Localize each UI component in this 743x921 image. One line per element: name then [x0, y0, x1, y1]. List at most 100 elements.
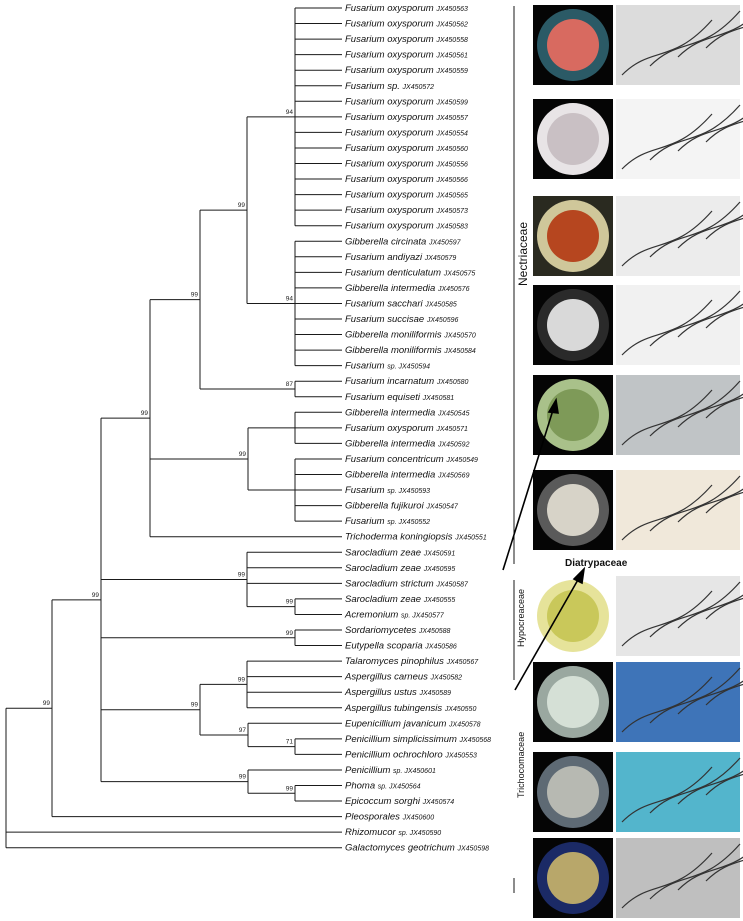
accession-number: JX450557 [435, 115, 469, 122]
micrograph-photo [616, 662, 740, 742]
taxon-label: Acremonium sp. JX450577 [344, 609, 445, 620]
hypha-strand [705, 491, 743, 514]
taxon-label: Eupenicillium javanicum JX450578 [345, 718, 481, 729]
micrograph-photo [616, 752, 740, 832]
taxon-label: Aspergillus carneus JX450582 [344, 672, 462, 683]
taxon-name: Penicillium [345, 765, 393, 776]
taxon-name: Fusarium equiseti [345, 392, 423, 403]
taxon-name: Fusarium sp. [345, 81, 403, 92]
culture-photo-pair [533, 470, 743, 550]
taxon-label: Fusarium oxysporum JX450562 [345, 19, 468, 30]
bootstrap-value: 99 [238, 202, 246, 209]
bootstrap-value: 99 [286, 630, 294, 637]
taxon-label: Fusarium sacchari JX450585 [345, 298, 457, 309]
accession-number: JX450599 [435, 99, 468, 106]
hypha-strand [705, 217, 743, 240]
taxon-label: Penicillium sp. JX450601 [345, 765, 436, 776]
accession-number: JX450567 [446, 659, 480, 666]
hypha-strand [621, 19, 713, 76]
accession-number: JX450558 [435, 37, 468, 44]
micrograph-photo [616, 838, 740, 918]
hypha-strand [677, 680, 743, 715]
accession-number: JX450597 [428, 239, 462, 246]
hypha-strand [649, 757, 741, 814]
accession-number: JX450589 [418, 690, 451, 697]
taxon-label: Fusarium oxysporum JX450583 [345, 221, 468, 232]
hypha-strand [677, 594, 743, 629]
culture-photo-pair [533, 576, 743, 656]
fungal-colony [547, 389, 599, 441]
accession-number: JX450561 [435, 53, 468, 60]
fungal-colony [547, 210, 599, 262]
accession-number: JX450551 [454, 535, 487, 542]
accession-number: JX450580 [436, 379, 469, 386]
hypha-strand [649, 475, 741, 532]
hypha-strand [649, 290, 741, 347]
taxon-name: Gibberella intermedia [345, 407, 438, 418]
arrow-line-2 [514, 577, 580, 691]
taxon-label: Fusarium sp. JX450593 [345, 485, 430, 496]
accession-number: JX450579 [424, 255, 457, 262]
accession-number: JX450583 [435, 224, 468, 231]
culture-photo-pair [533, 99, 743, 179]
taxon-name: Fusarium oxysporum [345, 3, 436, 14]
bootstrap-value: 97 [239, 727, 247, 734]
fungal-colony [547, 484, 599, 536]
micrograph-photo [616, 99, 740, 179]
taxon-label: Eutypella scoparia JX450586 [345, 641, 457, 652]
taxon-name: Fusarium oxysporum [345, 190, 436, 201]
taxon-name: Talaromyces pinophilus [345, 656, 447, 667]
micrograph-photo [616, 576, 740, 656]
hypha-strand [705, 26, 743, 49]
taxon-label: Fusarium andiyazi JX450579 [345, 252, 456, 263]
taxon-name: Eutypella scoparia [345, 641, 425, 652]
culture-photo-pair [533, 662, 743, 742]
taxon-label: Gibberella intermedia JX450592 [345, 438, 470, 449]
bootstrap-value: 99 [141, 410, 149, 417]
fungal-colony [547, 113, 599, 165]
hypha-strand [705, 396, 743, 419]
hypha-strand [705, 306, 743, 329]
hypha-strand [649, 104, 741, 161]
hypha-strand [677, 393, 743, 428]
taxon-name: Gibberella intermedia [345, 470, 438, 481]
accession-number: JX450568 [459, 737, 492, 744]
taxon-label: Fusarium oxysporum JX450565 [345, 190, 468, 201]
culture-photo-column [533, 5, 743, 918]
taxon-name: Fusarium oxysporum [345, 50, 436, 61]
culture-photo-pair [533, 375, 743, 455]
hypha-strand [677, 23, 743, 58]
taxon-name: Aspergillus tubingensis [344, 703, 445, 714]
taxon-name: Sarocladium strictum [345, 578, 436, 589]
hypha-strand [677, 303, 743, 338]
accession-number: JX450596 [426, 317, 459, 324]
taxon-label: Epicoccum sorghi JX450574 [345, 796, 454, 807]
taxon-name: Gibberella moniliformis [345, 345, 444, 356]
taxon-label: Penicillium simplicissimum JX450568 [345, 734, 491, 745]
taxon-name: Acremonium [344, 609, 401, 620]
bootstrap-value: 99 [286, 785, 294, 792]
taxon-label: Rhizomucor sp. JX450590 [345, 827, 441, 838]
fungal-colony [547, 766, 599, 818]
taxon-name: Penicillium ochrochloro [345, 749, 445, 760]
micrograph-photo [616, 470, 740, 550]
family-label-trichocomaceae: Trichocomaceae [516, 732, 526, 798]
accession-number: JX450563 [435, 6, 468, 13]
taxon-name: Fusarium oxysporum [345, 423, 436, 434]
fungal-colony [547, 852, 599, 904]
bootstrap-value: 99 [239, 774, 247, 781]
fungal-colony [547, 19, 599, 71]
family-label-diatrypaceae: Diatrypaceae [565, 558, 628, 569]
accession-number: JX450549 [445, 457, 478, 464]
taxon-label: Sarocladium zeae JX450595 [345, 563, 455, 574]
hypha-strand [621, 389, 713, 446]
pointer-arrows [502, 397, 586, 691]
taxon-name: Fusarium [345, 361, 387, 372]
taxon-name: Fusarium sacchari [345, 298, 425, 309]
taxon-name: Fusarium oxysporum [345, 112, 436, 123]
taxon-label: Gibberella intermedia JX450545 [345, 407, 470, 418]
bootstrap-value: 99 [92, 592, 100, 599]
arrow-head-2 [572, 566, 586, 585]
bootstrap-value: 71 [286, 739, 294, 746]
culture-photo-pair [533, 5, 743, 85]
